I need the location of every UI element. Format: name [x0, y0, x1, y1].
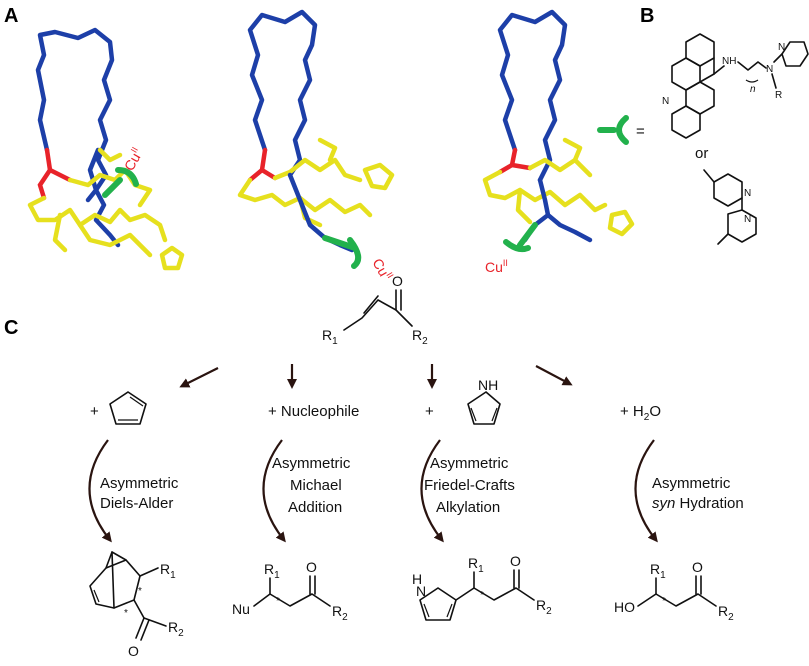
reaction-2-line3: Addition: [288, 499, 342, 516]
ligand-2: [322, 235, 358, 251]
reaction-4-line1: Asymmetric: [652, 475, 731, 492]
helix-1: [35, 27, 121, 248]
p3-r1: R1: [468, 555, 484, 575]
reaction-1-line2: Diels-Alder: [100, 495, 173, 512]
enone-r2: R2: [412, 327, 428, 347]
p2-r2: R2: [332, 603, 348, 623]
copper-label-2: CuII: [369, 255, 395, 283]
protein-structure-3: CuII: [482, 9, 635, 275]
reaction-2-line2: Michael: [290, 477, 342, 494]
helix-3: [497, 9, 568, 183]
bipyridine-n-bottom: N: [744, 214, 751, 225]
arrow-to-hydration: [535, 365, 573, 386]
p2-nu: Nu: [232, 601, 250, 617]
peptide-1: [27, 195, 168, 243]
p3-r2: R2: [536, 597, 552, 617]
reaction-1-line1: Asymmetric: [100, 475, 179, 492]
peptide-3: [482, 169, 608, 213]
ligand-1: [102, 177, 123, 198]
enone-o: O: [392, 273, 403, 289]
reaction-4-line2: syn Hydration: [652, 495, 744, 512]
reaction-2-line1: Asymmetric: [272, 455, 351, 472]
ligand-symbol: [597, 115, 629, 145]
helix-2: [247, 9, 318, 178]
p2-star: *: [276, 596, 280, 607]
reaction-3-line3: Alkylation: [436, 499, 500, 516]
arrow-to-diels-alder: [179, 367, 219, 388]
curved-arrow-3: [420, 439, 444, 543]
curved-arrow-2: [262, 439, 286, 543]
equals-sign: =: [636, 123, 645, 140]
reagent-plus-3: +: [425, 403, 434, 420]
p4-r2: R2: [718, 603, 734, 623]
copper-label-1: CuII: [120, 145, 146, 173]
reagent-water: + H2O: [620, 403, 661, 423]
n-subscript: n: [750, 84, 756, 95]
product-diels-alder: R1 * * O R2: [89, 551, 184, 659]
r-label: R: [775, 90, 782, 101]
p2-o: O: [306, 559, 317, 575]
ligand-structure-bipyridine: N N: [703, 169, 757, 245]
reagent-plus-1: +: [90, 403, 99, 420]
pyrrole: NH: [467, 377, 501, 425]
p3-star: *: [480, 590, 484, 601]
p1-r2: R2: [168, 619, 184, 639]
protein-structure-2: CuII: [237, 9, 396, 283]
p1-star-1: *: [138, 586, 142, 597]
linker-1: [37, 147, 53, 201]
cyclopentadiene: [109, 391, 147, 425]
product-hydration: HO R1 * O R2: [614, 559, 734, 623]
enone-reactant: O R1 R2: [322, 273, 428, 347]
pyridine-n: N: [778, 42, 785, 53]
copper-label-3: CuII: [485, 258, 508, 275]
reaction-3-line2: Friedel-Crafts: [424, 477, 515, 494]
p4-o: O: [692, 559, 703, 575]
p1-star-2: *: [124, 608, 128, 619]
reagent-nucleophile: + Nucleophile: [268, 403, 359, 420]
panel-label-a: A: [4, 5, 18, 27]
p3-n: N: [416, 583, 426, 599]
protein-structure-1: CuII: [27, 27, 185, 271]
linker-3: [497, 147, 518, 175]
ligand-structure-acridine: N NH n N R N: [662, 33, 809, 139]
enone-r1: R1: [322, 327, 338, 347]
pyrrole-n: NH: [478, 377, 498, 393]
amine-n: N: [766, 64, 773, 75]
acridine-n: N: [662, 96, 669, 107]
panel-label-c: C: [4, 317, 18, 339]
linker-2: [259, 147, 278, 181]
p3-nh: H: [412, 571, 422, 587]
curved-arrow-4: [634, 439, 658, 543]
p4-ho: HO: [614, 599, 635, 615]
p1-r1: R1: [160, 561, 176, 581]
p4-star: *: [662, 596, 666, 607]
p4-r1: R1: [650, 561, 666, 581]
product-friedel-crafts: H N R1 * O R2: [412, 553, 552, 621]
reaction-3-line1: Asymmetric: [430, 455, 509, 472]
p2-r1: R1: [264, 561, 280, 581]
product-michael: Nu R1 * O R2: [232, 559, 348, 623]
curved-arrow-1: [88, 439, 112, 543]
bipyridine-n-top: N: [744, 188, 751, 199]
p3-o: O: [510, 553, 521, 569]
panel-label-b: B: [640, 5, 654, 27]
or-label: or: [695, 145, 708, 162]
ligand-3: [517, 222, 538, 248]
nh-label: NH: [722, 56, 736, 67]
p1-o: O: [128, 643, 139, 659]
